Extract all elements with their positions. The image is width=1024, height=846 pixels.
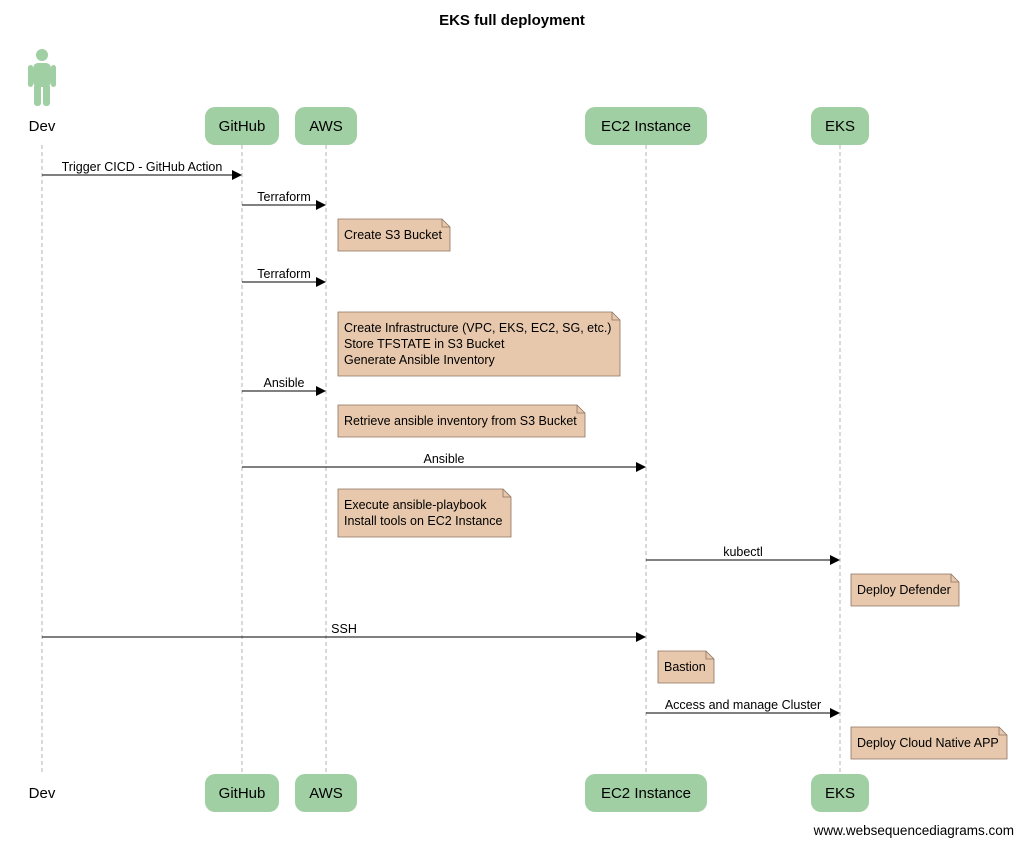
note-fold-corner: [441, 219, 450, 228]
participant-box-bg: [295, 107, 357, 145]
note-line: Deploy Defender: [857, 583, 951, 597]
participant-label-eks-bottom: EKS: [825, 785, 855, 802]
note-aws: Create Infrastructure (VPC, EKS, EC2, SG…: [337, 311, 621, 377]
note-fold-corner: [502, 489, 511, 498]
note-aws: Create S3 Bucket: [337, 218, 451, 252]
message-label: SSH: [331, 622, 357, 636]
actor-left-arm: [28, 65, 33, 87]
note-box: [337, 488, 512, 538]
note-line: Execute ansible-playbook: [344, 498, 487, 512]
message-label: Ansible: [424, 452, 465, 466]
participant-label-eks-top: EKS: [825, 118, 855, 135]
participant-box-bg: [205, 774, 279, 812]
participant-box-bg: [811, 107, 869, 145]
arrowhead-icon: [636, 462, 646, 472]
message-github-to-aws: Terraform: [242, 267, 326, 287]
message-label: Ansible: [264, 376, 305, 390]
actor-right-leg: [43, 84, 50, 106]
diagram-title: EKS full deployment: [439, 12, 585, 29]
note-box: [337, 404, 586, 438]
message-label: kubectl: [723, 545, 763, 559]
participants-top: Dev GitHub AWS EC2 Instance EKS: [28, 49, 869, 145]
actor-torso: [33, 63, 51, 87]
arrowhead-icon: [830, 708, 840, 718]
participant-box-bg: [811, 774, 869, 812]
participant-label-aws-top: AWS: [309, 118, 343, 135]
participant-label-ec2-bottom: EC2 Instance: [601, 785, 691, 802]
note-box: [850, 726, 1008, 760]
actor-left-leg: [34, 84, 41, 106]
note-line: Retrieve ansible inventory from S3 Bucke…: [344, 414, 577, 428]
message-github-to-ec2: Ansible: [242, 452, 646, 472]
participant-label-ec2-top: EC2 Instance: [601, 118, 691, 135]
note-fold-corner: [998, 727, 1007, 736]
participant-box-bg: [585, 107, 707, 145]
note-line: Bastion: [664, 660, 706, 674]
note-box: [657, 650, 715, 684]
note-fold-corner: [576, 405, 585, 414]
participant-box-ec2-top: EC2 Instance: [585, 107, 707, 145]
participant-label-dev-bottom: Dev: [29, 785, 56, 802]
note-line: Store TFSTATE in S3 Bucket: [344, 337, 505, 351]
participant-label-dev-top: Dev: [29, 118, 56, 135]
message-ec2-to-eks: Access and manage Cluster: [646, 698, 840, 718]
arrowhead-icon: [232, 170, 242, 180]
participants-bottom: Dev GitHub AWS EC2 Instance EKS: [29, 774, 869, 812]
note-eks: Deploy Cloud Native APP: [850, 726, 1008, 760]
message-label: Trigger CICD - GitHub Action: [62, 160, 223, 174]
participant-box-github-bottom: GitHub: [205, 774, 279, 812]
note-aws: Retrieve ansible inventory from S3 Bucke…: [337, 404, 586, 438]
participant-box-bg: [295, 774, 357, 812]
participant-label-github-top: GitHub: [219, 118, 266, 135]
note-line: Create Infrastructure (VPC, EKS, EC2, SG…: [344, 321, 611, 335]
note-box: [337, 218, 451, 252]
participant-box-github-top: GitHub: [205, 107, 279, 145]
arrowhead-icon: [316, 277, 326, 287]
participant-label-aws-bottom: AWS: [309, 785, 343, 802]
message-label: Access and manage Cluster: [665, 698, 821, 712]
steps: Trigger CICD - GitHub ActionTerraformCre…: [42, 160, 1008, 760]
message-dev-to-ec2: SSH: [42, 622, 646, 642]
message-dev-to-github: Trigger CICD - GitHub Action: [42, 160, 242, 180]
message-github-to-aws: Ansible: [242, 376, 326, 396]
participant-box-eks-bottom: EKS: [811, 774, 869, 812]
note-line: Create S3 Bucket: [344, 228, 442, 242]
message-label: Terraform: [257, 267, 310, 281]
arrowhead-icon: [636, 632, 646, 642]
note-line: Install tools on EC2 Instance: [344, 514, 502, 528]
actor-right-arm: [51, 65, 56, 87]
footer-watermark: www.websequencediagrams.com: [813, 823, 1014, 838]
note-line: Deploy Cloud Native APP: [857, 736, 999, 750]
note-fold-corner: [950, 574, 959, 583]
participant-label-github-bottom: GitHub: [219, 785, 266, 802]
note-fold-corner: [705, 651, 714, 660]
arrowhead-icon: [830, 555, 840, 565]
actor-head: [36, 49, 48, 61]
participant-box-aws-bottom: AWS: [295, 774, 357, 812]
participant-box-bg: [585, 774, 707, 812]
participant-box-ec2-bottom: EC2 Instance: [585, 774, 707, 812]
message-label: Terraform: [257, 190, 310, 204]
message-ec2-to-eks: kubectl: [646, 545, 840, 565]
note-line: Generate Ansible Inventory: [344, 353, 496, 367]
participant-box-eks-top: EKS: [811, 107, 869, 145]
note-eks: Deploy Defender: [850, 573, 960, 607]
arrowhead-icon: [316, 200, 326, 210]
note-box: [850, 573, 960, 607]
message-github-to-aws: Terraform: [242, 190, 326, 210]
person-icon: [28, 49, 56, 106]
participant-box-aws-top: AWS: [295, 107, 357, 145]
arrowhead-icon: [316, 386, 326, 396]
participant-box-bg: [205, 107, 279, 145]
note-box: [337, 311, 621, 377]
note-ec2: Bastion: [657, 650, 715, 684]
note-fold-corner: [611, 312, 620, 321]
